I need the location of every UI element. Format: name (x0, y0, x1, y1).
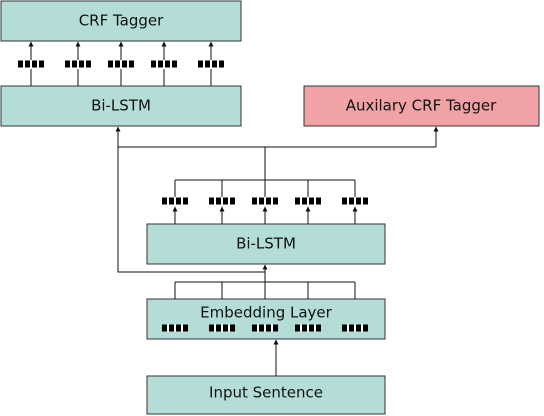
upper-bilstm-label: Bi-LSTM (91, 97, 151, 115)
lower-token-vectors (162, 180, 368, 224)
embedding-token-vector-cell-gap (307, 324, 309, 332)
upper-token-vector (151, 60, 177, 68)
embedding-token-vector-cell-gap (347, 324, 349, 332)
upper-token-vector-cell-gap (217, 60, 219, 68)
embedding-token-vector (342, 324, 368, 332)
embedding-token-vector-cell-gap (361, 324, 363, 332)
embedding-layer-label: Embedding Layer (200, 304, 333, 322)
upper-token-vector-cell-gap (156, 60, 158, 68)
embedding-token-vector-cell-gap (264, 324, 266, 332)
crf-tagger-box: CRF Tagger (0, 0, 242, 42)
upper-token-vector-cell-gap (170, 60, 172, 68)
upper-token-vector-cell-gap (30, 60, 32, 68)
upper-token-vector (108, 60, 134, 68)
lower-token-vector-cell-gap (354, 197, 356, 205)
lower-token-vector (295, 197, 321, 205)
lower-token-vector-cell-gap (181, 197, 183, 205)
upper-token-vector (18, 60, 44, 68)
lower-token-vector (209, 197, 235, 205)
embedding-token-vector-cell-gap (181, 324, 183, 332)
embedding-token-vector (252, 324, 278, 332)
lower-token-vector-cell-gap (300, 197, 302, 205)
embedding-token-vector-cell-gap (174, 324, 176, 332)
embedding-token-vector-cell-gap (271, 324, 273, 332)
embedding-skip-connection (117, 147, 265, 273)
embedding-token-vector (162, 324, 188, 332)
upper-token-vector-cell-gap (70, 60, 72, 68)
lower-bilstm-label: Bi-LSTM (236, 235, 296, 253)
auxiliary-crf-tagger-box: Auxilary CRF Tagger (303, 85, 540, 127)
lower-token-vector-cell-gap (174, 197, 176, 205)
embedding-token-vector-cell-gap (214, 324, 216, 332)
lower-bilstm-box: Bi-LSTM (146, 223, 386, 265)
upper-token-vector-cell-gap (163, 60, 165, 68)
embedding-token-vector-cell-gap (257, 324, 259, 332)
upper-token-vector-cell-gap (113, 60, 115, 68)
embedding-token-vector-cell-gap (228, 324, 230, 332)
embedding-token-vector-cell-gap (300, 324, 302, 332)
lower-token-vector-cell-gap (271, 197, 273, 205)
lower-token-vector-cell-gap (167, 197, 169, 205)
lower-token-vector-cell-gap (314, 197, 316, 205)
embedding-token-vector-cell-gap (221, 324, 223, 332)
upper-token-vector-cell-gap (120, 60, 122, 68)
embedding-token-vectors (162, 324, 368, 332)
lower-token-vector-cell-gap (228, 197, 230, 205)
lower-token-vector-cell-gap (307, 197, 309, 205)
input-sentence-label: Input Sentence (209, 384, 323, 402)
upper-token-vector-cell-gap (210, 60, 212, 68)
upper-token-vector (65, 60, 91, 68)
upper-token-vector-cell-gap (84, 60, 86, 68)
upper-bilstm-box: Bi-LSTM (0, 85, 242, 127)
embedding-token-vector (295, 324, 321, 332)
upper-token-vector (198, 60, 224, 68)
lower-token-vector (342, 197, 368, 205)
upper-token-vectors (18, 41, 224, 86)
upper-token-vector-cell-gap (77, 60, 79, 68)
lower-token-vector-cell-gap (264, 197, 266, 205)
embedding-token-vector (209, 324, 235, 332)
embedding-layer-box: Embedding Layer (146, 298, 386, 340)
input-sentence-box: Input Sentence (146, 375, 386, 415)
lower-token-vector-cell-gap (257, 197, 259, 205)
lower-token-vector-cell-gap (361, 197, 363, 205)
lower-token-vector (162, 197, 188, 205)
lower-token-vector-cell-gap (221, 197, 223, 205)
embedding-token-vector-cell-gap (314, 324, 316, 332)
lower-token-vector-cell-gap (214, 197, 216, 205)
lower-token-vector (252, 197, 278, 205)
connectors (115, 126, 439, 376)
embedding-token-vector-cell-gap (167, 324, 169, 332)
upper-token-vector-cell-gap (127, 60, 129, 68)
upper-token-vector-cell-gap (37, 60, 39, 68)
embedding-token-vector-cell-gap (354, 324, 356, 332)
upper-token-vector-cell-gap (23, 60, 25, 68)
upper-token-vector-cell-gap (203, 60, 205, 68)
crf-tagger-label: CRF Tagger (79, 12, 164, 30)
auxiliary-crf-tagger-label: Auxilary CRF Tagger (346, 97, 497, 115)
lower-token-vector-cell-gap (347, 197, 349, 205)
